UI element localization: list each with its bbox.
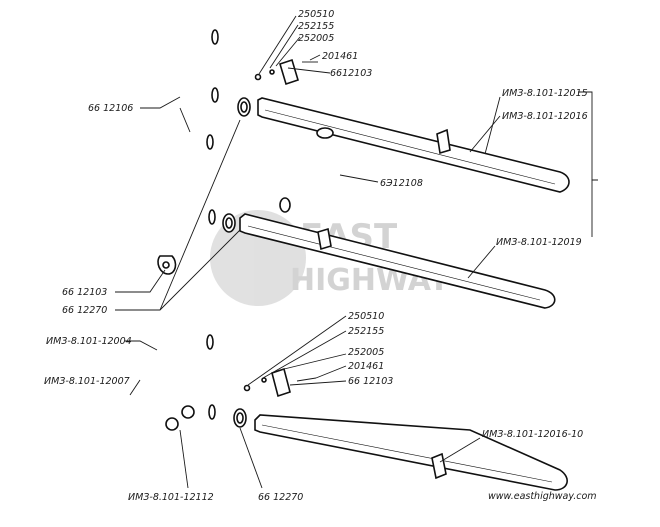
crossover-pipe [279, 159, 356, 213]
hook-pipe [76, 399, 156, 449]
label-6612103-bot: 66 12103 [348, 376, 393, 387]
curved-pipe-bottom [136, 329, 218, 420]
label-6612106: 66 12106 [88, 103, 133, 114]
label-6612103-mid: 66 12103 [62, 287, 107, 298]
clamp-top [254, 58, 318, 86]
label-201461-top: 201461 [322, 51, 358, 62]
label-6612270-bot: 66 12270 [258, 492, 303, 503]
muffler-top [257, 97, 570, 193]
label-12019: ИМЗ-8.101-12019 [496, 237, 582, 248]
label-12015a: ИМЗ-8.101-12015 [502, 88, 588, 99]
label-252005-top: 252005 [298, 33, 334, 44]
curved-pipe-top [144, 23, 221, 103]
label-12112: ИМЗ-8.101-12112 [128, 492, 214, 503]
label-201461-bot: 201461 [348, 361, 384, 372]
label-252005-bot: 252005 [348, 347, 384, 358]
leader-lines [115, 15, 598, 489]
label-12007: ИМЗ-8.101-12007 [44, 376, 130, 387]
label-6612270-mid: 66 12270 [62, 305, 107, 316]
label-6312108: 6Э12108 [380, 178, 423, 189]
watermark-url: www.easthighway.com [488, 491, 597, 502]
label-250510-top: 250510 [298, 9, 334, 20]
label-6612103-top: 6612103 [330, 68, 372, 79]
part-labels: 250510 252155 252005 201461 6612103 66 1… [44, 9, 597, 503]
curved-pipe-middle [136, 129, 218, 225]
clamp-bottom [165, 405, 195, 431]
label-252155-bot: 252155 [348, 326, 384, 337]
label-250510-bot: 250510 [348, 311, 384, 322]
clamp-middle [157, 255, 177, 275]
label-12004: ИМЗ-8.101-12004 [46, 336, 132, 347]
muffler-bottom [254, 414, 568, 491]
label-252155-top: 252155 [298, 21, 334, 32]
label-12015b: ИМЗ-8.101-12016 [502, 111, 588, 122]
clamp-bottom-hardware [243, 367, 317, 398]
label-12016-10: ИМЗ-8.101-12016-10 [482, 429, 583, 440]
muffler-middle [239, 213, 556, 309]
